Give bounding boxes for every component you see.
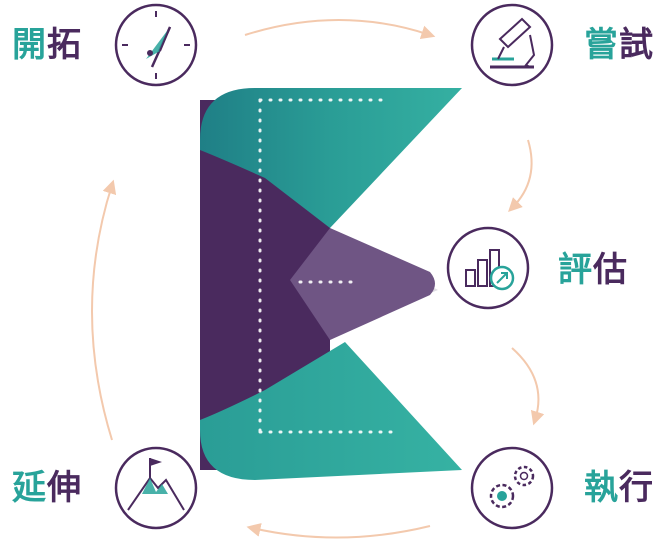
central-logo xyxy=(200,88,462,480)
label-evaluate: 評估 xyxy=(558,250,628,290)
label-explore: 開拓 xyxy=(12,25,82,65)
label-try: 嘗試 xyxy=(584,25,654,65)
arrow-execute-to-extend xyxy=(246,523,431,539)
microscope-icon xyxy=(470,3,554,87)
arrow-try-to-evaluate xyxy=(508,139,533,212)
chart-icon xyxy=(446,226,530,310)
mountain-flag-icon xyxy=(114,446,198,530)
logo-dotted-outline xyxy=(258,98,394,434)
arrow-evaluate-to-execute xyxy=(511,347,545,426)
arrow-extend-to-explore xyxy=(91,179,117,441)
label-execute: 執行 xyxy=(584,468,654,508)
label-extend: 延伸 xyxy=(12,468,82,508)
cycle-arrows xyxy=(91,19,545,539)
logo-bottom-teal-shape xyxy=(200,342,462,480)
logo-middle-arrow xyxy=(290,228,435,340)
logo-top-teal-shape xyxy=(200,88,462,228)
compass-icon xyxy=(114,3,198,87)
arrow-explore-to-try xyxy=(244,19,436,39)
gears-icon xyxy=(470,446,554,530)
